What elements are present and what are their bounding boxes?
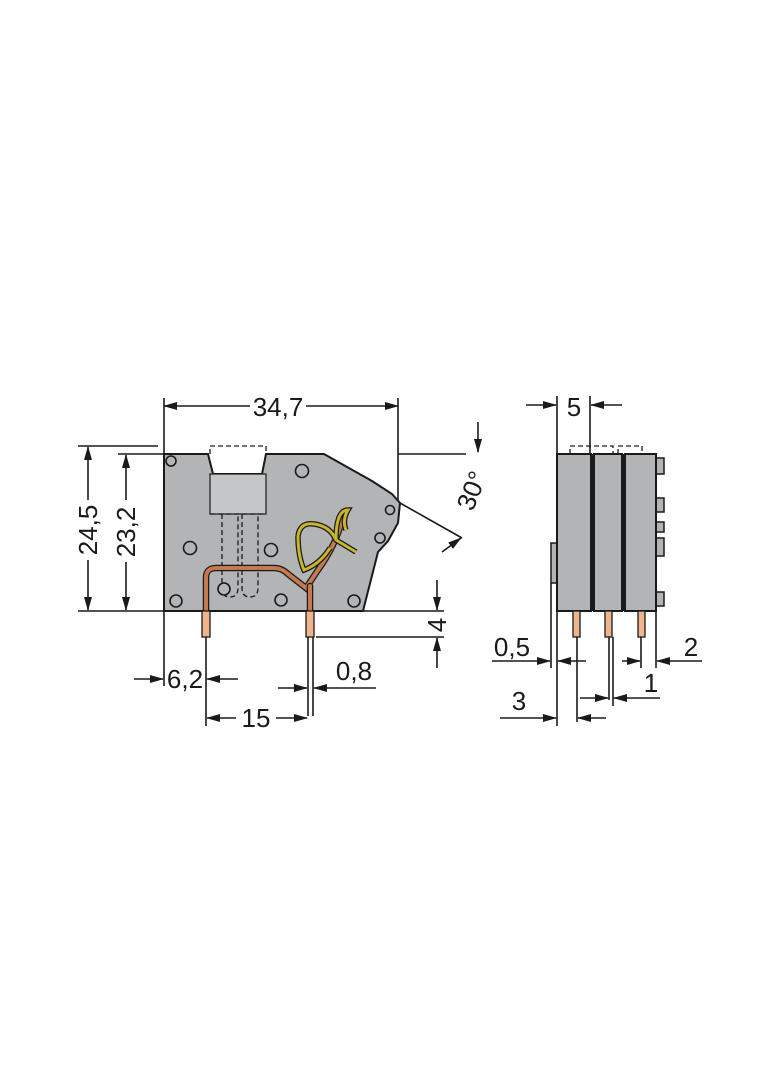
pin-gap-label: 1 — [644, 668, 658, 698]
right-solder-pin — [305, 610, 315, 638]
wire-entry-recess — [209, 473, 267, 515]
left-solder-pin — [201, 610, 211, 638]
conductor-dashed-1 — [221, 514, 239, 598]
side-right-tab — [655, 537, 665, 557]
side-section-1 — [556, 453, 592, 612]
hole — [384, 504, 396, 516]
hole — [274, 593, 288, 607]
side-pin — [637, 610, 646, 638]
hole — [294, 463, 310, 479]
angle-slope-line — [399, 502, 463, 539]
side-right-tab — [655, 457, 665, 475]
pin-thickness-label: 0,8 — [336, 656, 372, 686]
side-view: 5 0,5 3 1 2 — [492, 392, 702, 726]
side-right-tab — [655, 497, 665, 513]
side-pitch-label: 5 — [567, 392, 581, 422]
hole — [182, 540, 198, 556]
offset-small-label: 0,5 — [494, 632, 530, 662]
front-view: 34,7 24,5 23,2 30° 4 6,2 15 — [73, 392, 493, 733]
side-right-tab — [655, 521, 665, 533]
width-label: 34,7 — [253, 392, 304, 422]
hole — [374, 532, 386, 544]
side-top-dashed-1 — [569, 445, 614, 454]
housing-body — [163, 453, 402, 612]
hole — [263, 542, 279, 558]
pin-pitch-label: 15 — [242, 703, 271, 733]
hole — [165, 455, 177, 467]
angle-arrow-slope — [441, 537, 462, 553]
wire-entry-dashed — [209, 445, 267, 454]
angle-label: 30° — [450, 467, 493, 515]
side-right-tab — [655, 591, 665, 607]
clamping-spring — [296, 508, 357, 572]
offset-label: 3 — [512, 686, 526, 716]
side-pin — [572, 610, 581, 638]
height-total-label: 24,5 — [73, 505, 103, 556]
hole — [169, 594, 183, 608]
side-section-3 — [624, 453, 657, 612]
pin-offset-label: 6,2 — [167, 664, 203, 694]
side-top-dashed-2 — [617, 445, 643, 454]
hole — [217, 582, 231, 596]
hole — [347, 594, 361, 608]
height-body-label: 23,2 — [111, 507, 141, 558]
pin-length-label: 4 — [422, 618, 452, 632]
conductor-dashed-2 — [241, 514, 259, 598]
side-section-2 — [593, 453, 623, 612]
edge-label: 2 — [684, 632, 698, 662]
side-pin — [604, 610, 613, 638]
